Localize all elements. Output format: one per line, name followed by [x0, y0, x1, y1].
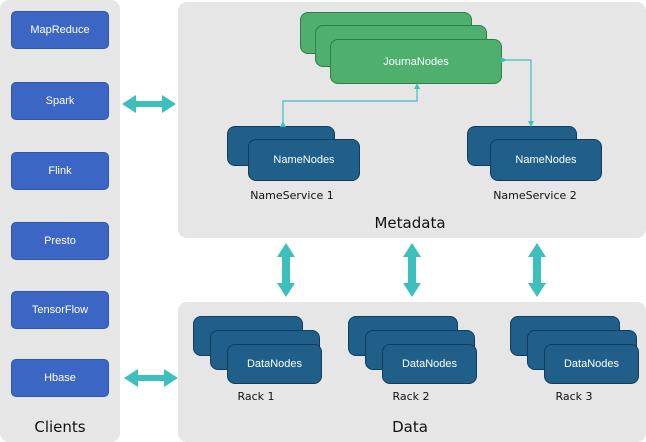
journal-node-front[interactable]: JournaNodes — [330, 39, 502, 84]
client-tensorflow[interactable]: TensorFlow — [11, 291, 109, 329]
client-flink[interactable]: Flink — [11, 152, 109, 190]
namenode-1-front[interactable]: NameNodes — [248, 139, 360, 181]
datanode-rack3-front[interactable]: DataNodes — [544, 344, 639, 384]
data-title: Data — [392, 418, 428, 436]
datanode-rack1-front[interactable]: DataNodes — [227, 344, 322, 384]
namenode1-journal-link — [280, 83, 420, 127]
metadata-data-arrow-1 — [277, 243, 295, 297]
metadata-data-arrow-2 — [403, 243, 421, 297]
metadata-title: Metadata — [374, 214, 446, 232]
rack-2-label: Rack 2 — [392, 390, 430, 403]
metadata-data-arrow-3 — [528, 243, 546, 297]
client-presto[interactable]: Presto — [11, 222, 109, 260]
client-spark[interactable]: Spark — [11, 82, 109, 120]
client-metadata-arrow — [122, 95, 176, 113]
rack-3-label: Rack 3 — [555, 390, 593, 403]
client-data-arrow — [124, 369, 178, 387]
clients-title: Clients — [34, 418, 86, 436]
datanode-rack2-front[interactable]: DataNodes — [382, 344, 477, 384]
nameservice-2-label: NameService 2 — [493, 189, 577, 202]
namenode-2-front[interactable]: NameNodes — [490, 139, 602, 181]
rack-1-label: Rack 1 — [237, 390, 275, 403]
client-mapreduce[interactable]: MapReduce — [11, 11, 109, 49]
nameservice-1-label: NameService 1 — [250, 189, 334, 202]
client-hbase[interactable]: Hbase — [11, 359, 109, 397]
journal-namenode2-link — [501, 57, 534, 127]
